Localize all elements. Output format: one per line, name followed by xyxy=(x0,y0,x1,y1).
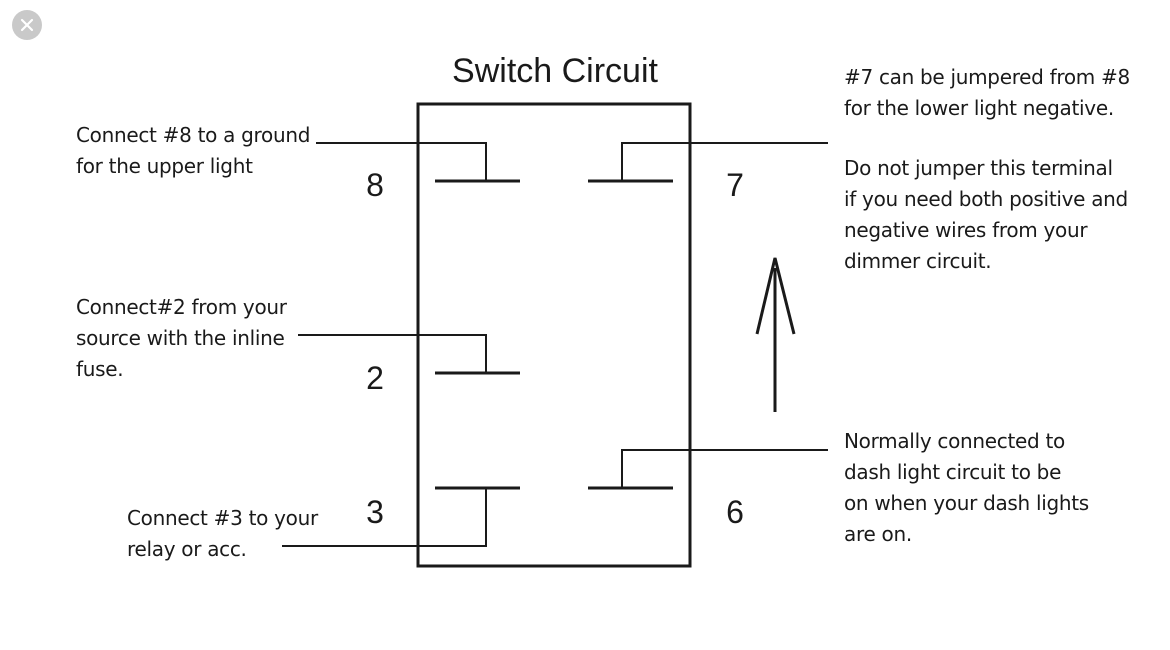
terminal-label-8: 8 xyxy=(366,167,384,203)
terminal-label-2: 2 xyxy=(366,360,384,396)
terminal-label-7: 7 xyxy=(726,167,744,203)
note-terminal-8: Connect #8 to a ground for the upper lig… xyxy=(76,123,311,178)
terminal-label-3: 3 xyxy=(366,494,384,530)
close-icon xyxy=(20,18,34,32)
note-terminal-2: Connect#2 from your source with the inli… xyxy=(76,295,287,381)
note-terminal-7-jumper: #7 can be jumpered from #8 for the lower… xyxy=(844,65,1130,120)
terminal-6-leader xyxy=(621,449,828,488)
terminal-2-leader xyxy=(298,334,487,373)
terminal-8-leader xyxy=(316,142,487,181)
note-terminal-6: Normally connected to dash light circuit… xyxy=(844,429,1089,546)
note-terminal-3: Connect #3 to your relay or acc. xyxy=(127,506,318,561)
direction-arrow-head xyxy=(755,257,796,335)
note-terminal-7-warning: Do not jumper this terminal if you need … xyxy=(844,156,1128,273)
close-button[interactable] xyxy=(12,10,42,40)
terminal-7-leader xyxy=(621,142,828,181)
terminal-3-leader xyxy=(282,488,487,547)
diagram-title: Switch Circuit xyxy=(452,52,658,90)
terminal-label-6: 6 xyxy=(726,494,744,530)
